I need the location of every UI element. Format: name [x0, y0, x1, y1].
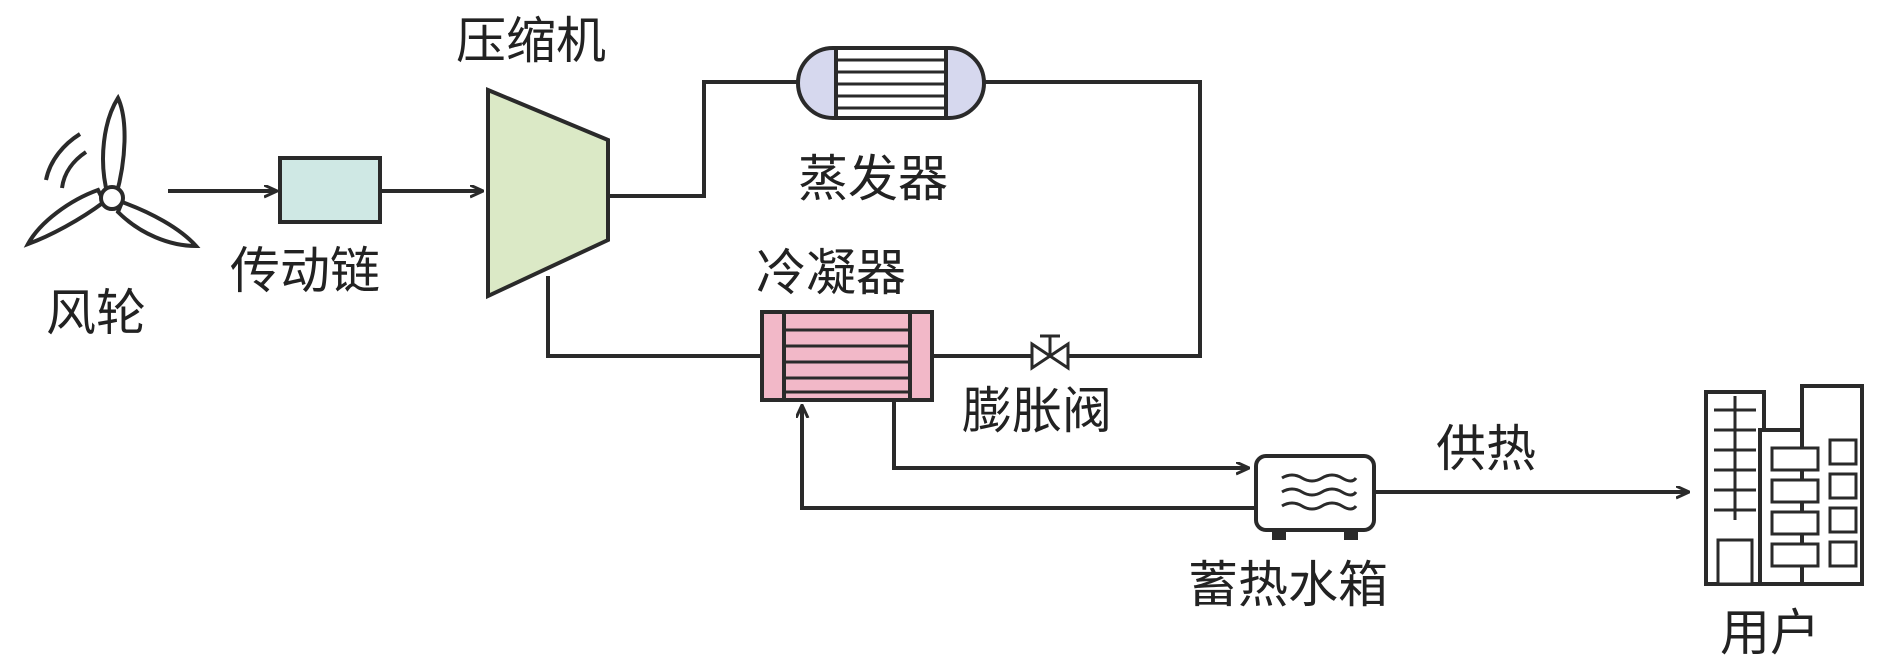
- water-tank-icon: [1254, 454, 1376, 540]
- label-heat-storage-tank: 蓄热水箱: [1188, 556, 1388, 614]
- valve-icon: [1030, 334, 1070, 371]
- label-user: 用户: [1720, 604, 1820, 662]
- pipe-condenser-tank: [892, 400, 1248, 468]
- wind-turbine-icon: [23, 93, 201, 249]
- pipe-tank-condenser: [802, 406, 1256, 510]
- label-expansion-valve: 膨胀阀: [962, 382, 1112, 440]
- label-evaporator: 蒸发器: [798, 150, 948, 208]
- label-heat-supply: 供热: [1436, 420, 1536, 478]
- label-wind-rotor: 风轮: [46, 284, 146, 342]
- condenser-shape: [760, 310, 934, 402]
- pipe-compressor-evaporator: [608, 80, 800, 198]
- pipe-evaporator-loop: [982, 80, 1202, 358]
- building-icon: [1704, 384, 1864, 586]
- label-compressor: 压缩机: [456, 12, 606, 70]
- evaporator-shape: [796, 46, 986, 120]
- label-condenser: 冷凝器: [756, 244, 906, 302]
- drive-chain-box: [278, 156, 382, 224]
- label-drive-chain: 传动链: [230, 242, 380, 300]
- pipe-compressor-condenser: [546, 276, 762, 358]
- compressor-shape: [486, 87, 610, 300]
